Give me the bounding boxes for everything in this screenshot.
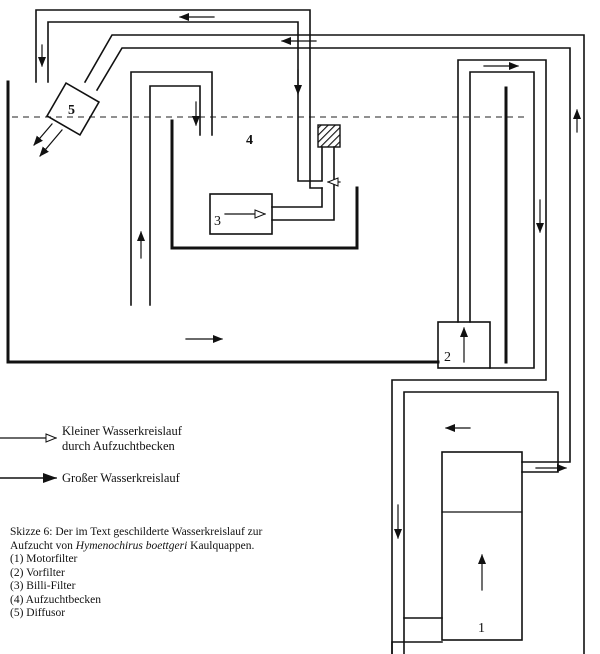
label-prefilter: 2 bbox=[444, 350, 451, 365]
top-return-pipe-inner bbox=[47, 21, 323, 182]
rearing-tank-outline bbox=[170, 119, 359, 250]
label-rearing-tank: 4 bbox=[246, 133, 253, 148]
diffuser-unit: 5 bbox=[33, 81, 101, 157]
legend-small-cycle-line2: durch Aufzuchtbecken bbox=[62, 439, 175, 453]
top-return-pipe bbox=[35, 9, 323, 189]
u-tube-pipe-inner bbox=[149, 85, 201, 306]
species-name: Hymenochirus boettgeri bbox=[75, 539, 188, 552]
large-cycle-pipe-inner bbox=[95, 47, 571, 463]
legend-large-cycle: Großer Wasserkreislauf bbox=[62, 471, 180, 485]
caption-item: (2) Vorfilter bbox=[10, 566, 65, 579]
caption-line2: Aufzucht von Hymenochirus boettgeri Kaul… bbox=[10, 539, 255, 552]
label-billi-filter: 3 bbox=[214, 214, 221, 229]
flow-arrows bbox=[38, 13, 581, 539]
hatched-inlet-box bbox=[317, 124, 341, 148]
label-diffuser: 5 bbox=[68, 103, 75, 118]
prefilter-unit: 2 bbox=[391, 59, 547, 654]
inlet-riser bbox=[321, 146, 335, 182]
legend-small-cycle-line1: Kleiner Wasserkreislauf bbox=[62, 424, 182, 438]
caption-item: (1) Motorfilter bbox=[10, 553, 78, 565]
large-cycle-pipe-outer bbox=[83, 34, 585, 654]
legend-small-cycle: Kleiner Wasserkreislauf durch Aufzuchtbe… bbox=[62, 424, 182, 454]
caption-item: (4) Aufzuchtbecken bbox=[10, 593, 102, 606]
caption-line1: Skizze 6: Der im Text geschilderte Wasse… bbox=[10, 526, 263, 538]
u-tube-pipe-outer bbox=[130, 71, 213, 306]
figure-caption: Skizze 6: Der im Text geschilderte Wasse… bbox=[10, 526, 340, 621]
motor-filter-unit: 1 bbox=[391, 391, 559, 654]
large-tank-outline bbox=[6, 80, 440, 364]
billi-filter-unit: 3 bbox=[209, 181, 335, 235]
caption-item: (5) Diffusor bbox=[10, 607, 66, 619]
caption-item: (3) Billi-Filter bbox=[10, 580, 76, 592]
label-motor-filter: 1 bbox=[478, 621, 485, 636]
